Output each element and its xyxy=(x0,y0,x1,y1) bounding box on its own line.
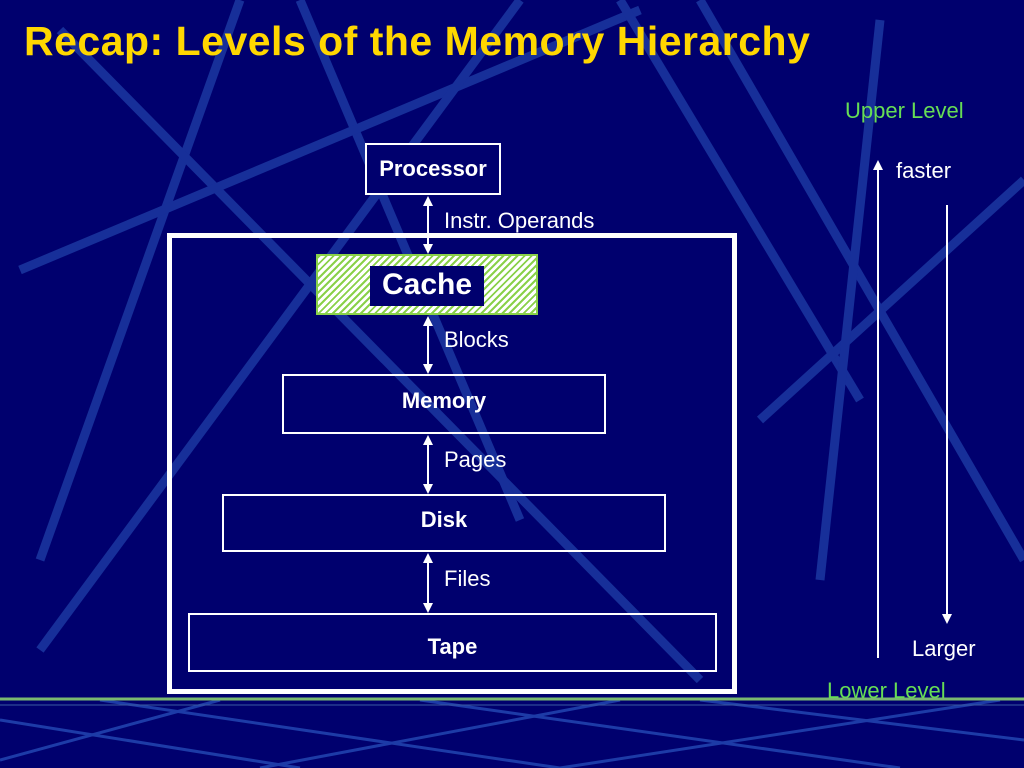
lower-level-label: Lower Level xyxy=(827,678,946,703)
pages-label: Pages xyxy=(444,447,507,472)
memory-label: Memory xyxy=(401,388,487,413)
larger-label: Larger xyxy=(912,636,976,661)
processor-box: Processor xyxy=(365,143,501,195)
disk-box: Disk xyxy=(222,494,666,552)
tape-label: Tape xyxy=(427,634,478,659)
faster-label: faster xyxy=(896,158,952,183)
memory-box: Memory xyxy=(282,374,606,434)
disk-label: Disk xyxy=(420,507,468,532)
tape-box: Tape xyxy=(188,613,717,672)
memory-hierarchy-frame xyxy=(167,233,737,694)
cache-box: Cache xyxy=(316,254,538,315)
slide-title: Recap: Levels of the Memory Hierarchy xyxy=(24,18,811,64)
files-label: Files xyxy=(444,566,491,591)
processor-label: Processor xyxy=(379,156,487,181)
cache-label: Cache xyxy=(370,266,484,306)
instr-operands-label: Instr. Operands xyxy=(444,208,595,233)
blocks-label: Blocks xyxy=(444,327,509,352)
upper-level-label: Upper Level xyxy=(845,98,964,123)
